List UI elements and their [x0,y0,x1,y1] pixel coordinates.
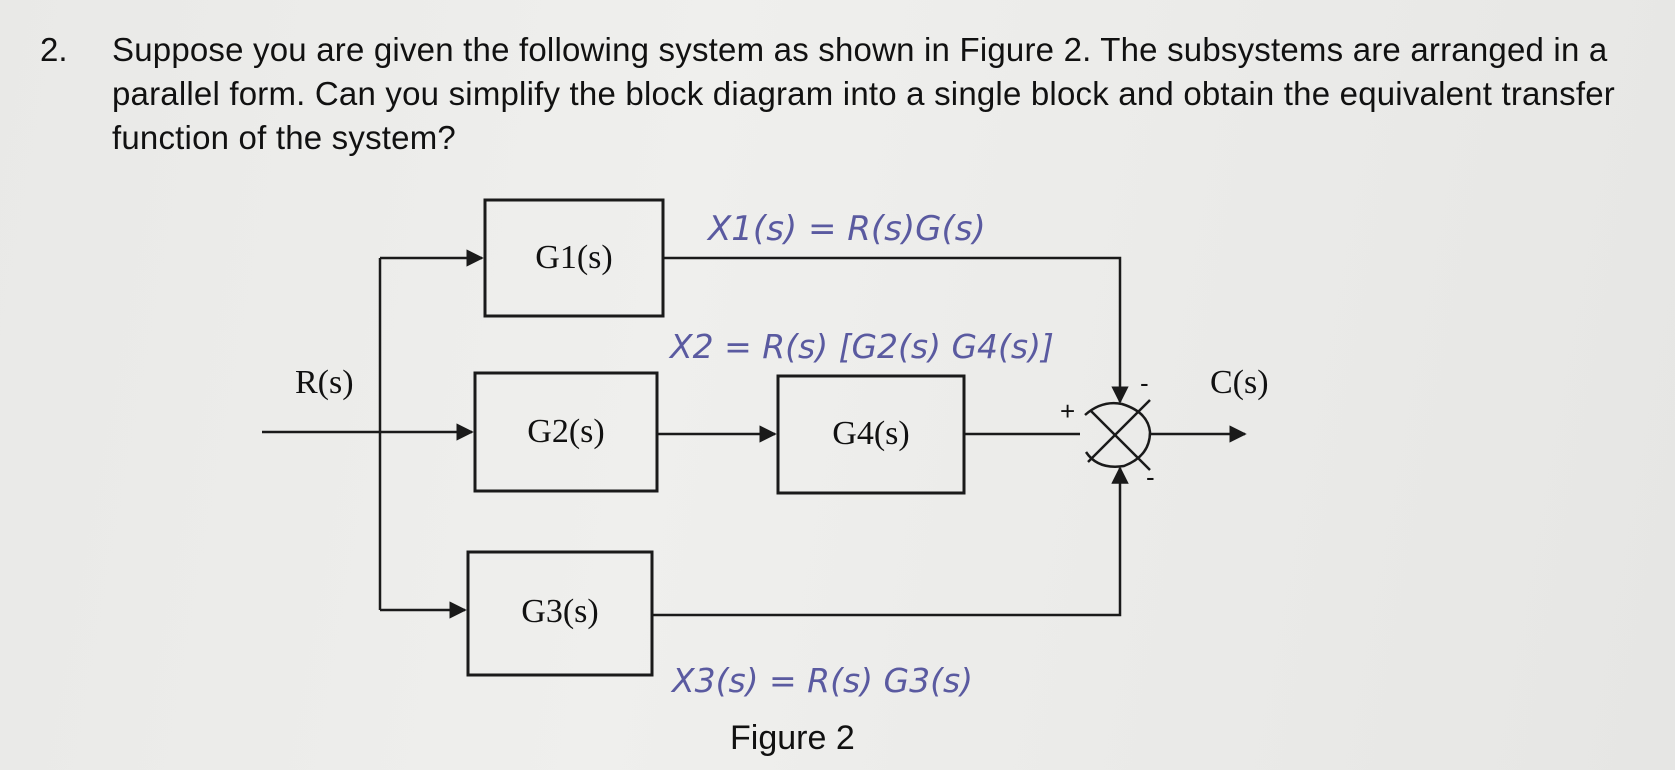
sum-sign-bottom: - [1146,462,1155,492]
annotation-x3: X3(s) = R(s) G3(s) [670,661,973,700]
figure-caption: Figure 2 [730,719,855,757]
summing-junction [1084,399,1152,471]
sum-sign-left: + [1060,396,1075,426]
annotation-x1: X1(s) = R(s)G(s) [706,209,986,249]
sum-sign-top: - [1140,368,1149,398]
g1-to-sum-line [663,256,1129,404]
output-label: C(s) [1210,364,1269,401]
block-g2 [473,371,659,493]
input-label: R(s) [295,364,354,401]
block-g3 [466,550,654,677]
block-g1-label: G1(s) [535,239,612,276]
block-g2-label: G2(s) [527,413,604,450]
g3-to-sum-line [652,466,1129,617]
block-g4-label: G4(s) [832,415,909,452]
question-number: 2. [40,31,68,68]
annotation-x2: X2 = R(s) [G2(s) G4(s)] [668,327,1054,366]
question-text: Suppose you are given the following syst… [112,31,1615,156]
block-g3-label: G3(s) [521,593,598,630]
